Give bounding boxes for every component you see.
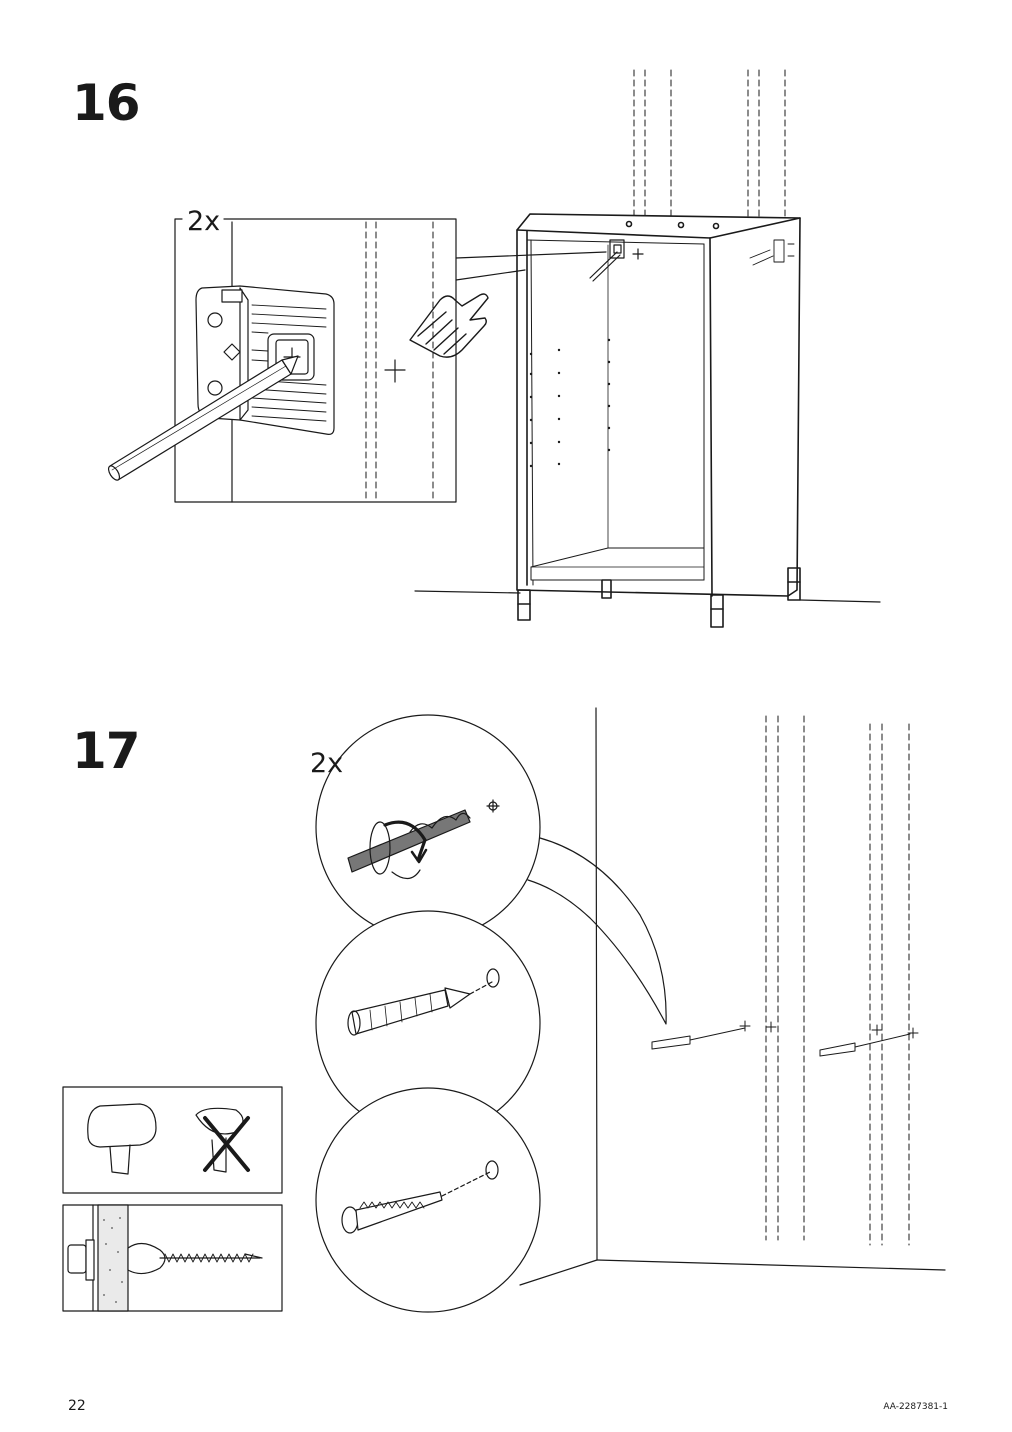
page-number: 22: [68, 1398, 86, 1414]
drill-bit-icon: [315, 714, 541, 940]
screw-head-compare-icon: [62, 1086, 283, 1194]
wall-plug-on-wall: [651, 1020, 919, 1057]
step-number-16: 16: [72, 74, 141, 132]
callout-line-b: [455, 269, 526, 281]
callout-tail: [527, 837, 667, 1025]
bracket-marking-small: [589, 239, 644, 282]
quantity-label-17: 2x: [310, 748, 344, 779]
document-code: AA-2287381-1: [883, 1402, 948, 1412]
cabinet-frame-icon: [516, 213, 801, 628]
hand-pointing-icon: [409, 293, 489, 358]
step-number-17: 17: [72, 722, 141, 780]
floor-line-16: [414, 590, 521, 594]
wall-plug-icon: [315, 910, 541, 1136]
floor-line-16b: [799, 599, 881, 603]
wall-corner-17: [519, 707, 946, 1286]
wall-section-icon: [62, 1204, 283, 1312]
quantity-label-16: 2x: [185, 206, 223, 237]
screw-icon: [315, 1087, 541, 1313]
wall-guide-lines-17: [765, 715, 910, 1246]
pencil-icon: [107, 355, 299, 481]
bracket-right-small: [749, 239, 795, 266]
callout-line: [455, 251, 607, 259]
